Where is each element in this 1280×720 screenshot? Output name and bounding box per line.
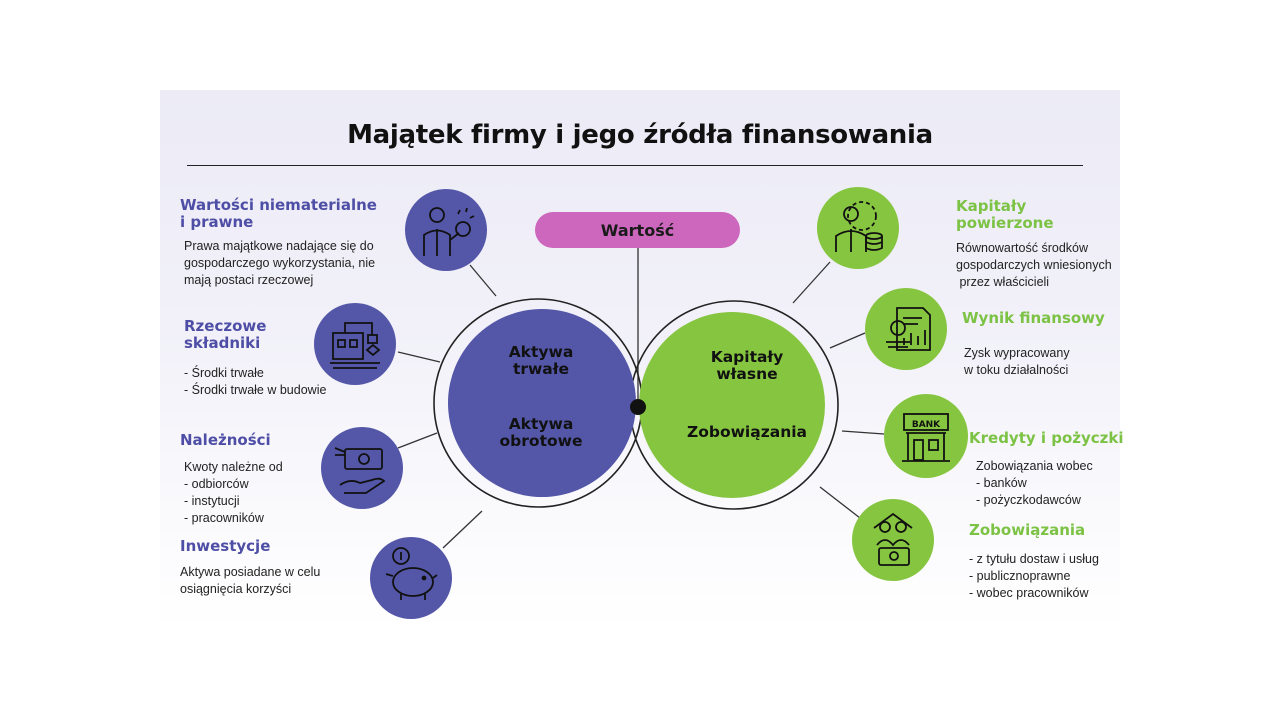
liabilities-label: Zobowiązania <box>686 423 807 441</box>
page-title: Majątek firmy i jego źródła finansowania <box>347 120 933 150</box>
value-pill: Wartość <box>535 212 740 248</box>
heading-investments: Inwestycje <box>180 537 271 555</box>
money-hand-icon <box>321 427 403 509</box>
desc-tangibles: - Środki trwałe- Środki trwałe w budowie <box>184 366 327 397</box>
desc-loans: Zobowiązania wobec- banków- pożyczkodawc… <box>976 459 1093 507</box>
heading-liabilities: Zobowiązania <box>969 521 1086 539</box>
desc-liabilities: - z tytułu dostaw i usług- publicznopraw… <box>969 552 1099 600</box>
businessman-idea-icon <box>405 189 487 271</box>
factory-machine-icon <box>314 303 396 385</box>
title-divider <box>187 165 1083 166</box>
piggy-bank-icon <box>370 537 452 619</box>
assets-circle <box>448 309 636 497</box>
liabilities-circle <box>639 312 825 498</box>
connector-lines <box>397 248 885 549</box>
center-dot <box>630 399 646 415</box>
heading-receivables: Należności <box>180 431 271 449</box>
investor-coins-icon <box>817 187 899 269</box>
family-money-icon <box>852 499 934 581</box>
heading-loans: Kredyty i pożyczki <box>969 429 1124 447</box>
desc-receivables: Kwoty należne od- odbiorców- instytucji-… <box>184 460 283 525</box>
bank-sign-text: BANK <box>912 420 941 430</box>
financial-report-icon <box>865 288 947 370</box>
bank-building-icon: BANK <box>884 394 968 478</box>
heading-financial-result: Wynik finansowy <box>962 309 1105 327</box>
